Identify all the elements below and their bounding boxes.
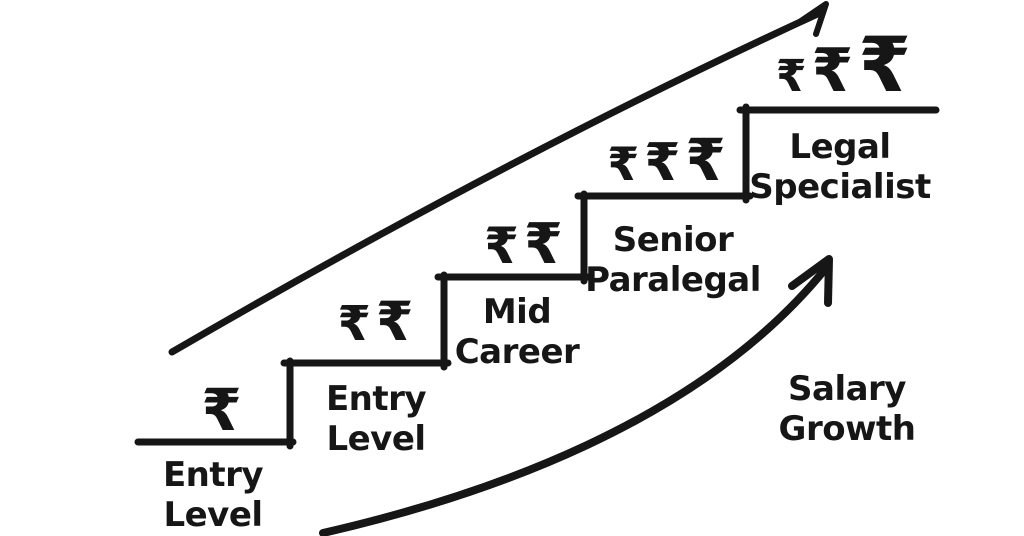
step-label-line: Entry (325, 379, 427, 419)
step-label-entry-level-1: Entry Level (162, 455, 264, 535)
step-label-line: Level (326, 419, 426, 459)
step-label-entry-level-2: Entry Level (325, 379, 427, 459)
rupee-icon: ₹ (607, 137, 645, 191)
rupee-icon: ₹ (337, 296, 376, 352)
rupee-icon: ₹ (858, 20, 917, 109)
rupee-icons-step-4: ₹₹₹ (607, 131, 731, 189)
rupee-icon: ₹ (375, 290, 419, 353)
rupee-icon: ₹ (484, 217, 524, 275)
trend-arrow-icon (168, 1, 829, 356)
salary-growth-arrow-icon (319, 255, 833, 536)
step-label-line: Entry (162, 455, 264, 495)
staircase-steps (134, 103, 940, 450)
rupee-icons-step-3: ₹₹ (484, 217, 568, 273)
rupee-icon: ₹ (523, 212, 568, 277)
step-label-mid-career: Mid Career (455, 292, 580, 372)
rupee-icons-step-5: ₹₹₹ (776, 27, 916, 103)
step-label-line: Specialist (749, 167, 931, 207)
step-label-line: Paralegal (585, 260, 761, 300)
rupee-icons-step-1: ₹ (201, 381, 246, 439)
step-label-line: Legal (789, 127, 891, 167)
step-label-line: Level (163, 495, 263, 535)
salary-growth-annotation: Salary Growth (779, 369, 916, 449)
rupee-icons-step-2: ₹₹ (338, 295, 419, 349)
annotation-line: Salary (788, 369, 906, 409)
rupee-icon: ₹ (775, 51, 812, 102)
step-label-line: Mid (482, 292, 552, 332)
rupee-icon: ₹ (685, 126, 731, 194)
step-label-line: Career (454, 332, 580, 372)
step-label-senior-paralegal: Senior Paralegal (585, 220, 761, 300)
step-label-legal-specialist: Legal Specialist (749, 127, 931, 207)
rupee-icon: ₹ (201, 376, 247, 444)
rupee-icon: ₹ (811, 36, 859, 106)
rupee-icon: ₹ (644, 133, 686, 193)
annotation-line: Growth (778, 409, 916, 449)
step-label-line: Senior (612, 220, 734, 260)
